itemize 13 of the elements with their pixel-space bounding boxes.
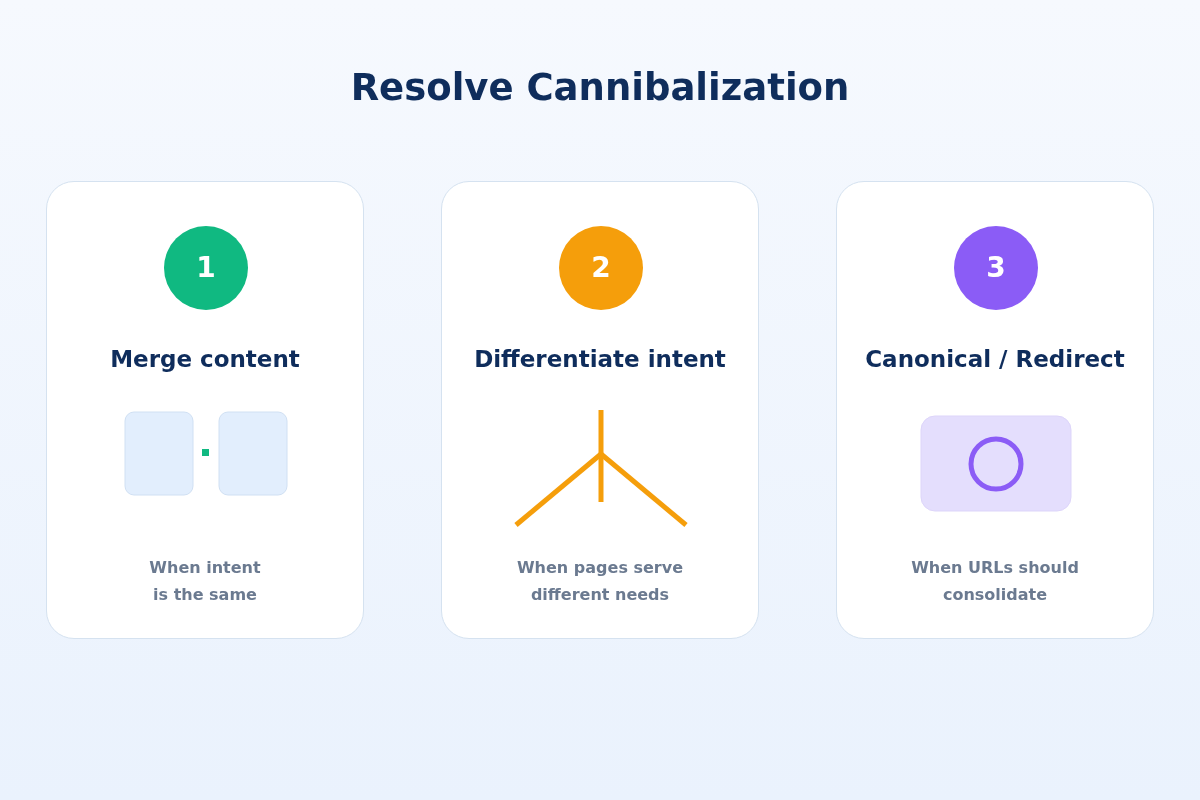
- step-number-badge: 1: [164, 226, 248, 310]
- option-card: [441, 181, 759, 639]
- card-description: When intent is the same: [148, 557, 262, 606]
- card-heading: Merge content: [109, 346, 301, 372]
- card-description: When URLs should consolidate: [910, 557, 1080, 606]
- card-heading: Canonical / Redirect: [864, 346, 1126, 372]
- card-heading: Differentiate intent: [473, 346, 727, 372]
- step-number-badge: 3: [954, 226, 1038, 310]
- option-card: [836, 181, 1154, 639]
- step-number-badge: 2: [559, 226, 643, 310]
- card-description: When pages serve different needs: [515, 557, 684, 606]
- option-card: [46, 181, 364, 639]
- diagram-title: Resolve Cannibalization: [349, 66, 851, 109]
